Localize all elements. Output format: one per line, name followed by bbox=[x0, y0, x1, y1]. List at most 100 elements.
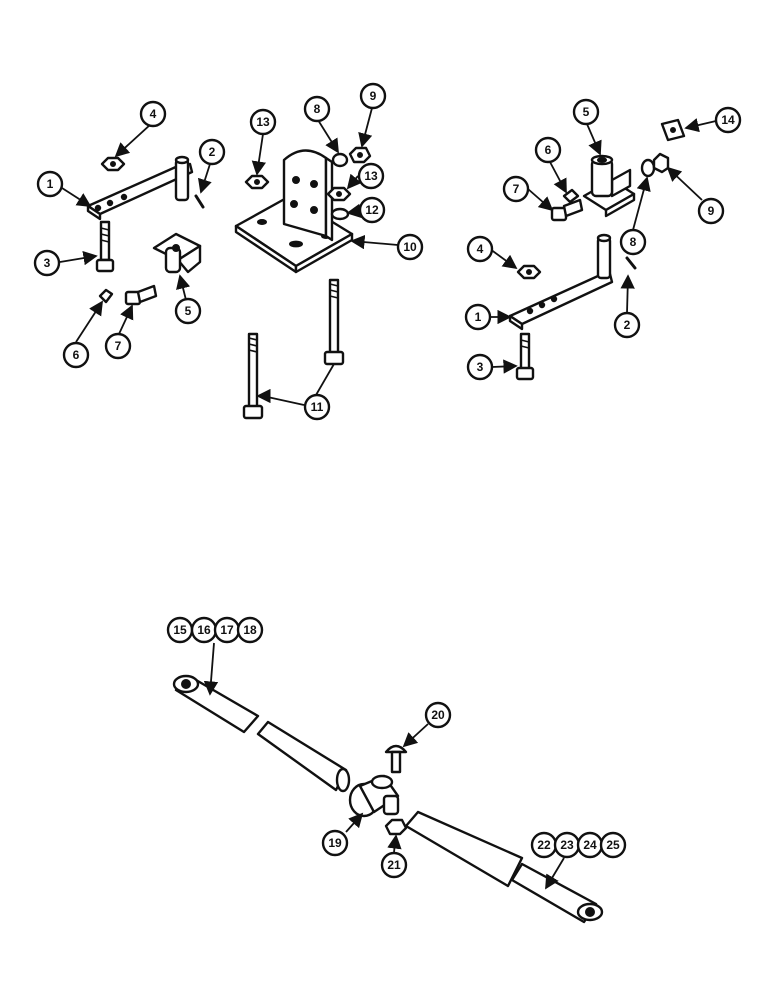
bolt-part bbox=[95, 220, 115, 273]
nut-part bbox=[384, 818, 408, 836]
callout-20: 20 bbox=[424, 701, 452, 729]
svg-text:2: 2 bbox=[624, 318, 631, 332]
callout-2-right: 2 bbox=[613, 311, 641, 339]
carriage-bolt-part bbox=[384, 744, 408, 774]
callout-12: 12 bbox=[358, 196, 386, 224]
svg-text:2: 2 bbox=[209, 145, 216, 159]
svg-text:9: 9 bbox=[708, 204, 715, 218]
svg-text:7: 7 bbox=[115, 339, 122, 353]
svg-text:1: 1 bbox=[47, 177, 54, 191]
callout-11: 11 bbox=[303, 393, 331, 421]
callout-4: 4 bbox=[139, 100, 167, 128]
svg-text:6: 6 bbox=[545, 143, 552, 157]
svg-text:14: 14 bbox=[721, 113, 735, 127]
svg-text:12: 12 bbox=[365, 203, 379, 217]
set-screw-part bbox=[98, 288, 114, 304]
washer-part bbox=[640, 158, 656, 178]
svg-text:13: 13 bbox=[256, 115, 270, 129]
long-bolt-part bbox=[323, 278, 345, 366]
bracket-part bbox=[582, 154, 636, 218]
svg-text:17: 17 bbox=[220, 623, 234, 637]
svg-text:7: 7 bbox=[513, 182, 520, 196]
callout-15: 15 bbox=[166, 616, 194, 644]
cotter-pin-part bbox=[194, 194, 205, 209]
top-right-assembly bbox=[508, 118, 686, 381]
callout-9: 9 bbox=[359, 82, 387, 110]
callout-13-second: 13 bbox=[357, 162, 385, 190]
callout-19: 19 bbox=[321, 829, 349, 857]
callout-21: 21 bbox=[380, 851, 408, 879]
top-center-assembly bbox=[234, 146, 372, 420]
callout-13: 13 bbox=[249, 108, 277, 136]
nut-part bbox=[652, 152, 670, 174]
svg-text:9: 9 bbox=[370, 89, 377, 103]
lever-bar-part bbox=[86, 155, 194, 221]
svg-text:22: 22 bbox=[537, 838, 551, 852]
callout-24: 24 bbox=[576, 831, 604, 859]
callout-5: 5 bbox=[174, 297, 202, 325]
callout-16: 16 bbox=[190, 616, 218, 644]
callout-9-right: 9 bbox=[697, 197, 725, 225]
svg-text:19: 19 bbox=[328, 836, 342, 850]
bracket-part bbox=[152, 232, 202, 274]
callout-14: 14 bbox=[714, 106, 742, 134]
svg-text:18: 18 bbox=[243, 623, 257, 637]
svg-text:8: 8 bbox=[630, 235, 637, 249]
clamp-part bbox=[348, 774, 400, 818]
svg-text:21: 21 bbox=[387, 858, 401, 872]
set-screw-part bbox=[562, 188, 580, 204]
lever-bar-part bbox=[508, 233, 614, 331]
svg-text:3: 3 bbox=[44, 256, 51, 270]
callout-10: 10 bbox=[396, 233, 424, 261]
svg-text:10: 10 bbox=[403, 240, 417, 254]
svg-text:24: 24 bbox=[583, 838, 597, 852]
svg-text:6: 6 bbox=[73, 348, 80, 362]
cap-screw-part bbox=[124, 284, 158, 306]
callout-23: 23 bbox=[553, 831, 581, 859]
svg-text:15: 15 bbox=[173, 623, 187, 637]
bottom-assembly bbox=[172, 674, 604, 924]
long-bolt-part bbox=[242, 332, 264, 420]
washer-part bbox=[330, 207, 350, 221]
callout-6: 6 bbox=[62, 341, 90, 369]
callout-6-right: 6 bbox=[534, 136, 562, 164]
callout-4-right: 4 bbox=[466, 235, 494, 263]
svg-text:8: 8 bbox=[314, 102, 321, 116]
bolt-part bbox=[515, 332, 535, 381]
callout-25: 25 bbox=[599, 831, 627, 859]
svg-text:4: 4 bbox=[150, 107, 157, 121]
callout-18: 18 bbox=[236, 616, 264, 644]
callout-22: 22 bbox=[530, 831, 558, 859]
cap-screw-part bbox=[550, 198, 584, 222]
top-left-assembly bbox=[86, 155, 205, 306]
callout-7: 7 bbox=[104, 332, 132, 360]
callout-17: 17 bbox=[213, 616, 241, 644]
svg-text:1: 1 bbox=[475, 310, 482, 324]
callout-1: 1 bbox=[36, 170, 64, 198]
svg-text:4: 4 bbox=[477, 242, 484, 256]
callout-5-right: 5 bbox=[572, 98, 600, 126]
mounting-plate-part bbox=[234, 149, 354, 274]
callout-8: 8 bbox=[303, 95, 331, 123]
callout-3: 3 bbox=[33, 249, 61, 277]
callout-1-right: 1 bbox=[464, 303, 492, 331]
callout-3-right: 3 bbox=[466, 353, 494, 381]
cotter-pin-part bbox=[625, 256, 637, 270]
washer-part bbox=[331, 152, 349, 168]
svg-text:20: 20 bbox=[431, 708, 445, 722]
right-tube-part bbox=[404, 810, 604, 924]
svg-text:13: 13 bbox=[364, 169, 378, 183]
svg-text:16: 16 bbox=[197, 623, 211, 637]
svg-text:3: 3 bbox=[477, 360, 484, 374]
left-tube-part bbox=[172, 674, 351, 793]
callout-8-right: 8 bbox=[619, 228, 647, 256]
leader-lines bbox=[59, 107, 717, 890]
svg-text:23: 23 bbox=[560, 838, 574, 852]
svg-text:5: 5 bbox=[185, 304, 192, 318]
svg-text:11: 11 bbox=[311, 400, 324, 414]
svg-text:5: 5 bbox=[583, 105, 590, 119]
svg-text:25: 25 bbox=[606, 838, 620, 852]
callout-7-right: 7 bbox=[502, 175, 530, 203]
callout-2: 2 bbox=[198, 138, 226, 166]
